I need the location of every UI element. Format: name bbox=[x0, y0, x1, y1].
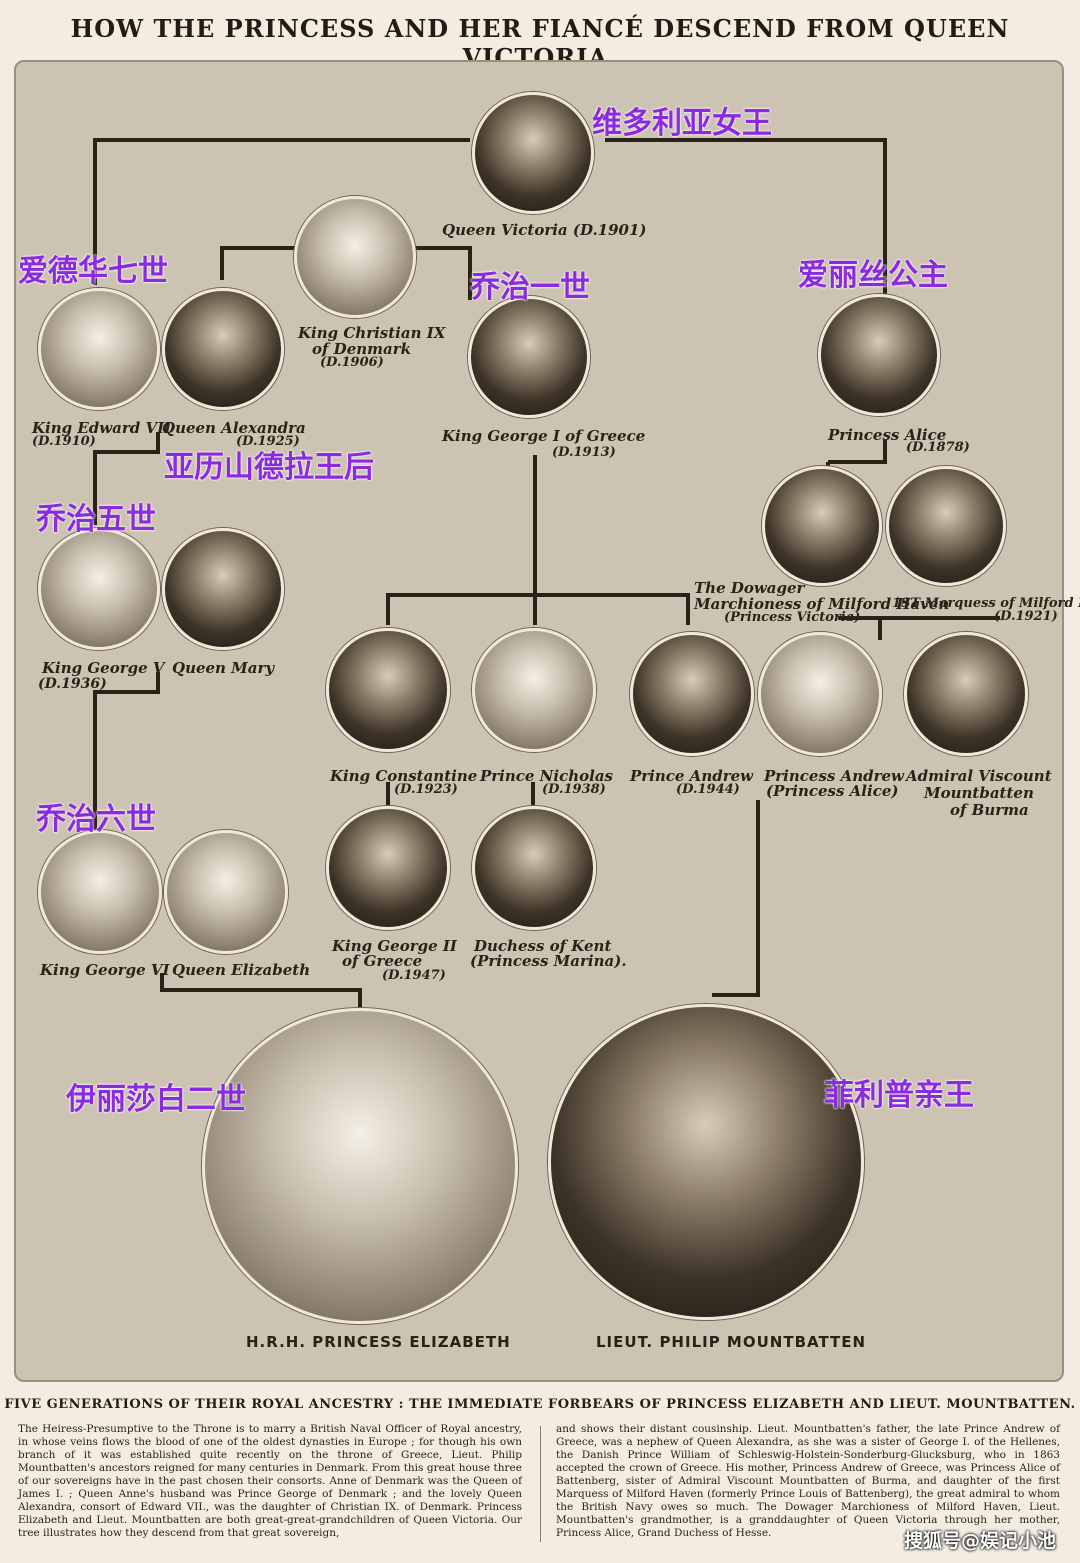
date-king-george-i: (D.1913) bbox=[552, 445, 616, 460]
date-prince-nicholas: (D.1938) bbox=[542, 782, 606, 797]
label-queen-elizabeth: Queen Elizabeth bbox=[172, 961, 311, 979]
portrait-queen-elizabeth bbox=[164, 830, 288, 954]
cn-label-george6: 乔治六世 bbox=[36, 802, 156, 837]
portrait-queen-alexandra bbox=[162, 288, 284, 410]
cn-label-george1: 乔治一世 bbox=[470, 270, 590, 305]
portrait-dowager-marchioness bbox=[762, 466, 882, 586]
portrait-duchess-of-kent bbox=[472, 806, 596, 930]
label-queen-alexandra: Queen Alexandra bbox=[162, 419, 306, 437]
label-mountbatten-1: Admiral Viscount bbox=[906, 767, 1052, 785]
portrait-queen-mary bbox=[162, 528, 284, 650]
column-divider bbox=[540, 1426, 541, 1542]
label-king-constantine: King Constantine bbox=[330, 767, 478, 785]
caption-princess-elizabeth: H.R.H. PRINCESS ELIZABETH bbox=[246, 1333, 511, 1351]
label-dowager-2: Marchioness of Milford Haven bbox=[694, 595, 950, 613]
date-king-george-v: (D.1936) bbox=[38, 676, 107, 692]
cn-label-elizabeth: 伊丽莎白二世 bbox=[66, 1082, 246, 1117]
cn-label-victoria: 维多利亚女王 bbox=[592, 106, 772, 141]
label-dowager-3: (Princess Victoria) bbox=[724, 610, 861, 625]
label-duchess-kent-1: Duchess of Kent bbox=[474, 937, 612, 955]
label-marquess: 1ST Marquess of Milford Haven bbox=[892, 596, 1080, 611]
label-king-christian-1: King Christian IX bbox=[298, 324, 446, 342]
body-text-right: and shows their distant cousinship. Lieu… bbox=[556, 1423, 1060, 1539]
date-marquess: (D.1921) bbox=[994, 609, 1058, 624]
date-king-constantine: (D.1923) bbox=[394, 782, 458, 797]
cn-label-alexandra: 亚历山德拉王后 bbox=[164, 450, 374, 485]
subtitle: FIVE GENERATIONS OF THEIR ROYAL ANCESTRY… bbox=[4, 1397, 1076, 1412]
portrait-queen-victoria bbox=[472, 92, 594, 214]
portrait-king-constantine bbox=[326, 628, 450, 752]
label-duchess-kent-2: (Princess Marina). bbox=[470, 952, 627, 970]
cn-label-edward: 爱德华七世 bbox=[18, 254, 168, 289]
portrait-princess-alice bbox=[818, 294, 940, 416]
headline: HOW THE PRINCESS AND HER FIANCÉ DESCEND … bbox=[70, 14, 1010, 72]
label-king-george-vi: King George VI bbox=[40, 961, 170, 979]
label-prince-andrew: Prince Andrew bbox=[630, 767, 754, 785]
portrait-prince-andrew bbox=[630, 632, 754, 756]
watermark: 搜狐号@娱记小池 bbox=[903, 1530, 1056, 1552]
label-dowager-1: The Dowager bbox=[694, 579, 805, 597]
body-text-left: The Heiress-Presumptive to the Throne is… bbox=[18, 1423, 522, 1539]
label-king-george-i: King George I of Greece bbox=[442, 427, 646, 445]
portrait-king-george-ii bbox=[326, 806, 450, 930]
cn-label-philip: 菲利普亲王 bbox=[824, 1078, 974, 1113]
date-princess-alice: (D.1878) bbox=[906, 440, 970, 455]
label-queen-victoria: Queen Victoria (D.1901) bbox=[442, 221, 647, 239]
portrait-king-george-v bbox=[38, 528, 160, 650]
label-queen-mary: Queen Mary bbox=[172, 659, 275, 677]
portrait-princess-elizabeth bbox=[202, 1008, 518, 1324]
portrait-prince-nicholas bbox=[472, 628, 596, 752]
cn-label-george5: 乔治五世 bbox=[36, 502, 156, 537]
caption-philip-mountbatten: LIEUT. PHILIP MOUNTBATTEN bbox=[596, 1333, 867, 1351]
label-mountbatten-3: of Burma bbox=[950, 801, 1029, 819]
label-king-george-ii-1: King George II bbox=[332, 937, 457, 955]
portrait-philip-mountbatten bbox=[548, 1004, 864, 1320]
portrait-king-george-vi bbox=[38, 830, 162, 954]
label-prince-nicholas: Prince Nicholas bbox=[480, 767, 614, 785]
label-king-edward-vii: King Edward VII bbox=[32, 419, 172, 437]
label-princess-andrew-2: (Princess Alice) bbox=[766, 782, 899, 800]
date-king-george-ii: (D.1947) bbox=[382, 968, 446, 983]
portrait-king-george-i bbox=[468, 296, 590, 418]
date-prince-andrew: (D.1944) bbox=[676, 782, 740, 797]
date-king-christian: (D.1906) bbox=[320, 355, 384, 370]
portrait-king-edward-vii bbox=[38, 288, 160, 410]
date-king-edward-vii: (D.1910) bbox=[32, 434, 96, 449]
portrait-viscount-mountbatten bbox=[904, 632, 1028, 756]
label-princess-alice: Princess Alice bbox=[828, 426, 947, 444]
label-mountbatten-2: Mountbatten bbox=[924, 784, 1034, 802]
portrait-marquess-milford-haven bbox=[886, 466, 1006, 586]
label-king-george-v: King George V bbox=[42, 659, 165, 677]
label-king-george-ii-2: of Greece bbox=[342, 952, 423, 970]
label-king-christian-2: of Denmark bbox=[312, 340, 412, 358]
portrait-princess-andrew bbox=[758, 632, 882, 756]
date-queen-alexandra: (D.1925) bbox=[236, 434, 300, 449]
cn-label-alice: 爱丽丝公主 bbox=[798, 258, 948, 293]
portrait-king-christian-ix bbox=[294, 196, 416, 318]
label-princess-andrew-1: Princess Andrew bbox=[764, 767, 904, 785]
